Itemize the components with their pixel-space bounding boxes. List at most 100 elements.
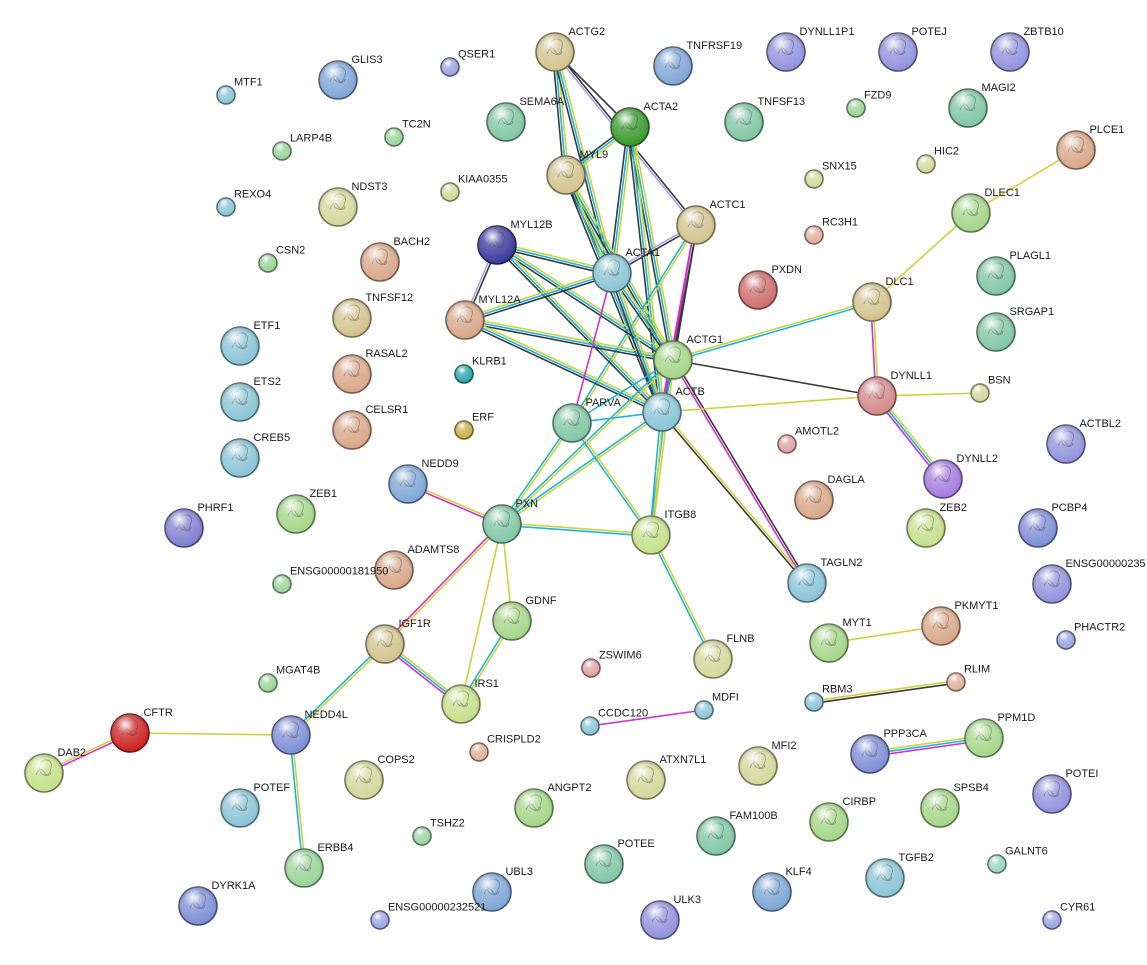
node-atxn7l1[interactable]: ATXN7L1	[626, 754, 706, 800]
node-creb5[interactable]: CREB5	[220, 432, 290, 478]
node-dlc1[interactable]: DLC1	[852, 276, 914, 322]
node-crispld2[interactable]: CRISPLD2	[469, 733, 541, 762]
node-gdnf[interactable]: GDNF	[492, 595, 557, 641]
node-tshz2[interactable]: TSHZ2	[412, 817, 465, 846]
node-spsb4[interactable]: SPSB4	[920, 782, 989, 828]
node-actc1[interactable]: ACTC1	[676, 199, 746, 245]
node-phrf1[interactable]: PHRF1	[164, 502, 234, 548]
node-dab2[interactable]: DAB2	[24, 747, 86, 793]
node-acta1[interactable]: ACTA1	[592, 247, 660, 293]
node-myt1[interactable]: MYT1	[809, 617, 872, 663]
node-dlec1[interactable]: DLEC1	[951, 187, 1020, 233]
node-klf4[interactable]: KLF4	[752, 866, 812, 912]
node-dynll2[interactable]: DYNLL2	[923, 453, 998, 499]
node-zeb2[interactable]: ZEB2	[906, 502, 967, 548]
node-mfi2[interactable]: MFI2	[738, 740, 797, 786]
node-acta2[interactable]: ACTA2	[610, 101, 678, 147]
node-actg1[interactable]: ACTG1	[653, 334, 723, 380]
node-pxdn[interactable]: PXDN	[738, 264, 802, 310]
node-mgat4b[interactable]: MGAT4B	[258, 664, 320, 693]
node-potei[interactable]: POTEI	[1032, 768, 1098, 814]
node-ulk3[interactable]: ULK3	[640, 894, 701, 940]
node-myl12a[interactable]: MYL12A	[445, 294, 521, 340]
node-cops2[interactable]: COPS2	[344, 754, 415, 800]
node-ndst3[interactable]: NDST3	[318, 181, 388, 227]
node-itgb8[interactable]: ITGB8	[631, 509, 696, 555]
node-csn2[interactable]: CSN2	[258, 244, 305, 273]
node-tnfrsf19[interactable]: TNFRSF19	[653, 40, 742, 86]
node-celsr1[interactable]: CELSR1	[332, 404, 408, 450]
node-actg2[interactable]: ACTG2	[535, 26, 605, 72]
node-cyr61[interactable]: CYR61	[1042, 901, 1095, 930]
node-ccdc120[interactable]: CCDC120	[580, 707, 648, 736]
node-potej[interactable]: POTEJ	[878, 26, 947, 72]
node-amotl2[interactable]: AMOTL2	[777, 425, 839, 454]
node-qser1[interactable]: QSER1	[440, 48, 495, 77]
node-magi2[interactable]: MAGI2	[948, 82, 1016, 128]
node-potee[interactable]: POTEE	[584, 838, 655, 884]
node-etf1[interactable]: ETF1	[220, 320, 280, 366]
node-rbm3[interactable]: RBM3	[804, 683, 853, 712]
node-erbb4[interactable]: ERBB4	[284, 842, 354, 888]
node-igf1r[interactable]: IGF1R	[365, 618, 431, 664]
node-parva[interactable]: PARVA	[552, 397, 622, 443]
node-cftr[interactable]: CFTR	[110, 707, 173, 753]
node-myl9[interactable]: MYL9	[546, 149, 608, 195]
node-actb[interactable]: ACTB	[642, 386, 705, 432]
node-myl12b[interactable]: MYL12B	[477, 219, 553, 265]
node-angpt2[interactable]: ANGPT2	[514, 782, 591, 828]
node-mtf1[interactable]: MTF1	[216, 76, 263, 105]
node-nedd4l[interactable]: NEDD4L	[271, 709, 348, 755]
node-ppm1d[interactable]: PPM1D	[964, 712, 1035, 758]
node-dynll1[interactable]: DYNLL1	[857, 370, 932, 416]
node-nedd9[interactable]: NEDD9	[388, 458, 459, 504]
node-rexo4[interactable]: REXO4	[216, 188, 271, 217]
node-ubl3[interactable]: UBL3	[472, 866, 533, 912]
node-klrb1[interactable]: KLRB1	[454, 355, 507, 384]
node-ensg00000232521[interactable]: ENSG00000232521	[370, 901, 486, 930]
node-ppp3ca[interactable]: PPP3CA	[850, 728, 928, 774]
node-larp4b[interactable]: LARP4B	[272, 132, 332, 161]
node-zbtb10[interactable]: ZBTB10	[990, 26, 1064, 72]
node-plagl1[interactable]: PLAGL1	[976, 250, 1051, 296]
node-bsn[interactable]: BSN	[970, 374, 1011, 403]
node-srgap1[interactable]: SRGAP1	[976, 306, 1054, 352]
node-rc3h1[interactable]: RC3H1	[804, 216, 858, 245]
node-pxn[interactable]: PXN	[482, 498, 538, 544]
node-glis3[interactable]: GLIS3	[318, 54, 383, 100]
node-sema6a[interactable]: SEMA6A	[486, 96, 565, 142]
node-ensg00000235[interactable]: ENSG00000235	[1032, 558, 1146, 604]
node-ets2[interactable]: ETS2	[220, 376, 281, 422]
node-pcbp4[interactable]: PCBP4	[1018, 502, 1088, 548]
node-dagla[interactable]: DAGLA	[794, 474, 865, 520]
node-bach2[interactable]: BACH2	[360, 236, 430, 282]
node-cirbp[interactable]: CIRBP	[809, 796, 876, 842]
node-galnt6[interactable]: GALNT6	[987, 845, 1048, 874]
node-tc2n[interactable]: TC2N	[384, 118, 431, 147]
node-adamts8[interactable]: ADAMTS8	[374, 544, 459, 590]
node-dyrk1a[interactable]: DYRK1A	[178, 880, 256, 926]
node-tnfsf13[interactable]: TNFSF13	[724, 96, 805, 142]
node-fzd9[interactable]: FZD9	[846, 89, 891, 118]
node-mdfi[interactable]: MDFI	[694, 691, 739, 720]
node-pkmyt1[interactable]: PKMYT1	[921, 600, 998, 646]
node-tnfsf12[interactable]: TNFSF12	[332, 292, 413, 338]
node-dynll1p1[interactable]: DYNLL1P1	[766, 26, 854, 72]
node-irs1[interactable]: IRS1	[441, 678, 499, 724]
node-tagln2[interactable]: TAGLN2	[787, 557, 862, 603]
node-rasal2[interactable]: RASAL2	[332, 348, 408, 394]
node-ensg00000181950[interactable]: ENSG00000181950	[272, 565, 388, 594]
node-flnb[interactable]: FLNB	[693, 633, 755, 679]
node-hic2[interactable]: HIC2	[916, 145, 959, 174]
node-snx15[interactable]: SNX15	[804, 160, 857, 189]
node-plce1[interactable]: PLCE1	[1056, 124, 1124, 170]
node-phactr2[interactable]: PHACTR2	[1056, 621, 1125, 650]
node-zswim6[interactable]: ZSWIM6	[581, 649, 642, 678]
node-zeb1[interactable]: ZEB1	[276, 488, 337, 534]
node-actbl2[interactable]: ACTBL2	[1046, 418, 1121, 464]
node-fam100b[interactable]: FAM100B	[696, 810, 778, 856]
node-tgfb2[interactable]: TGFB2	[865, 852, 934, 898]
node-rlim[interactable]: RLIM	[946, 663, 990, 692]
node-kiaa0355[interactable]: KIAA0355	[440, 173, 507, 202]
node-erf[interactable]: ERF	[454, 411, 494, 440]
